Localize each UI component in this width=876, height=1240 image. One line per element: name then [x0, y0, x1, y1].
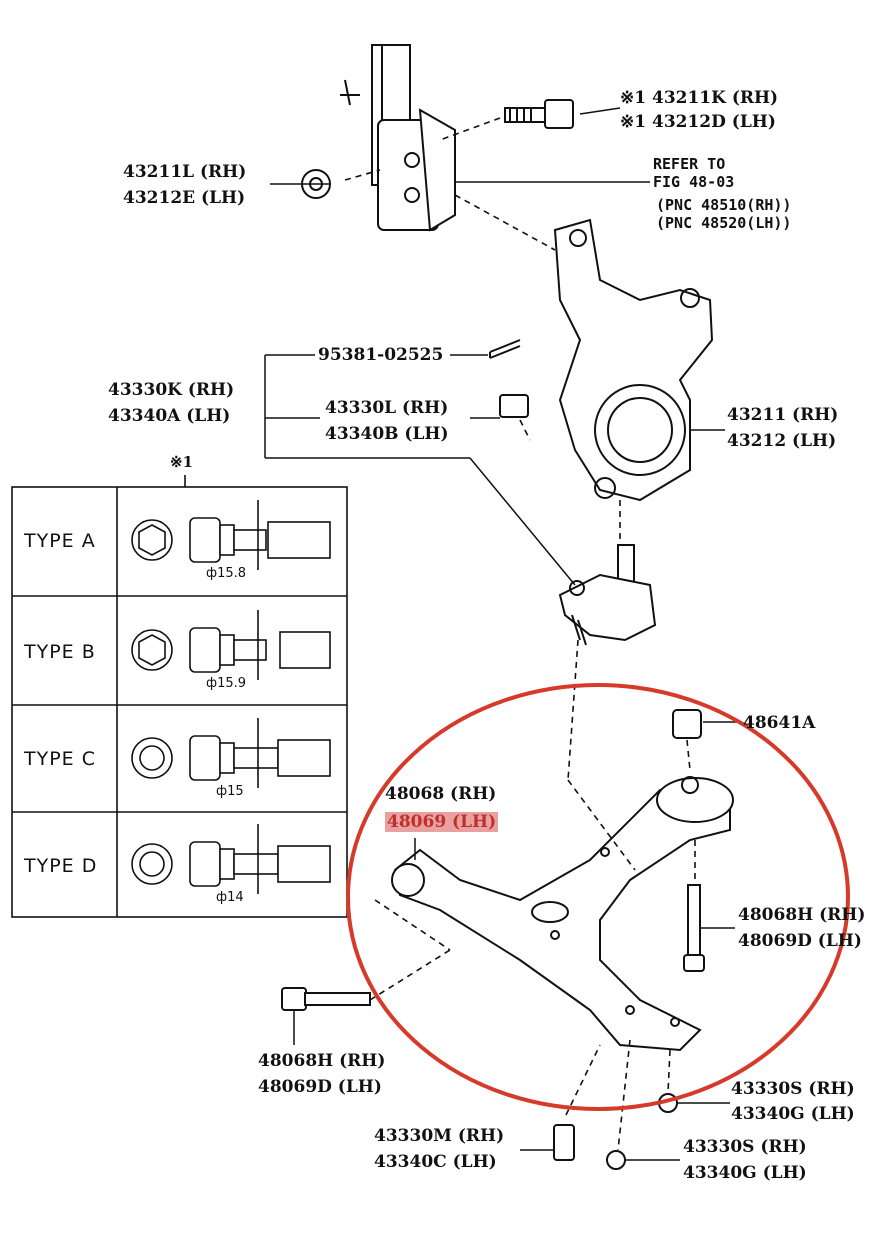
- castle-nut: [499, 394, 529, 418]
- type-c-label: TYPE C: [24, 748, 96, 770]
- label-43330l: 43330L (RH): [325, 398, 449, 418]
- type-b-label: TYPE B: [24, 641, 96, 663]
- dashed-lines: [344, 117, 696, 1151]
- label-fig: FIG 48-03: [653, 173, 735, 191]
- nut-bottom-2: [606, 1150, 626, 1170]
- leader-lines: [264, 107, 740, 1161]
- label-48641a: 48641A: [743, 713, 816, 733]
- label-95381: 95381-02525: [318, 345, 444, 365]
- label-43340g-2: 43340G (LH): [683, 1163, 807, 1183]
- bolt-right: [683, 884, 705, 972]
- label-43330k: 43330K (RH): [108, 380, 235, 400]
- label-48069-highlighted: 48069 (LH): [385, 812, 499, 832]
- label-43211: 43211 (RH): [727, 405, 839, 425]
- label-43211k: ※1 43211K (RH): [620, 88, 779, 108]
- cotter-pin: [489, 339, 521, 359]
- type-d-label: TYPE D: [24, 855, 98, 877]
- nut-48641a: [672, 709, 702, 739]
- bolt-left: [281, 987, 371, 1011]
- label-43212: 43212 (LH): [727, 431, 837, 451]
- lower-control-arm: [391, 776, 734, 1052]
- ball-joint: [558, 544, 657, 646]
- label-43340a: 43340A (LH): [108, 406, 231, 426]
- label-43330s-1: 43330S (RH): [731, 1079, 855, 1099]
- label-48068h-right: 48068H (RH): [738, 905, 866, 925]
- label-48068: 48068 (RH): [385, 784, 497, 804]
- type-b-dim: ф15.9: [206, 676, 247, 691]
- type-a-dim: ф15.8: [206, 566, 247, 581]
- label-43330s-2: 43330S (RH): [683, 1137, 807, 1157]
- label-48069d-left: 48069D (LH): [258, 1077, 382, 1097]
- label-pnc-lh: (PNC 48520(LH)): [656, 214, 792, 232]
- label-43211l: 43211L (RH): [123, 162, 247, 182]
- label-43330m: 43330M (RH): [374, 1126, 505, 1146]
- label-43212e: 43212E (LH): [123, 188, 246, 208]
- label-pnc-rh: (PNC 48510(RH)): [656, 196, 792, 214]
- highlight-circle: [346, 683, 850, 1111]
- type-a-label: TYPE A: [24, 530, 96, 552]
- bolt-icons: [131, 500, 331, 894]
- label-43340c: 43340C (LH): [374, 1152, 497, 1172]
- label-48068h-left: 48068H (RH): [258, 1051, 386, 1071]
- type-c-dim: ф15: [216, 784, 244, 799]
- label-43340g-1: 43340G (LH): [731, 1104, 855, 1124]
- strut-assembly: [340, 44, 456, 232]
- steering-knuckle: [553, 218, 714, 502]
- label-48069d-right: 48069D (LH): [738, 931, 862, 951]
- type-d-dim: ф14: [216, 890, 244, 905]
- label-43212d: ※1 43212D (LH): [620, 112, 776, 132]
- label-note-mark: ※1: [170, 453, 194, 471]
- bolt-bottom: [553, 1124, 575, 1161]
- label-refer-to: REFER TO: [653, 155, 726, 173]
- top-bolt: [504, 99, 574, 129]
- label-43340b: 43340B (LH): [325, 424, 449, 444]
